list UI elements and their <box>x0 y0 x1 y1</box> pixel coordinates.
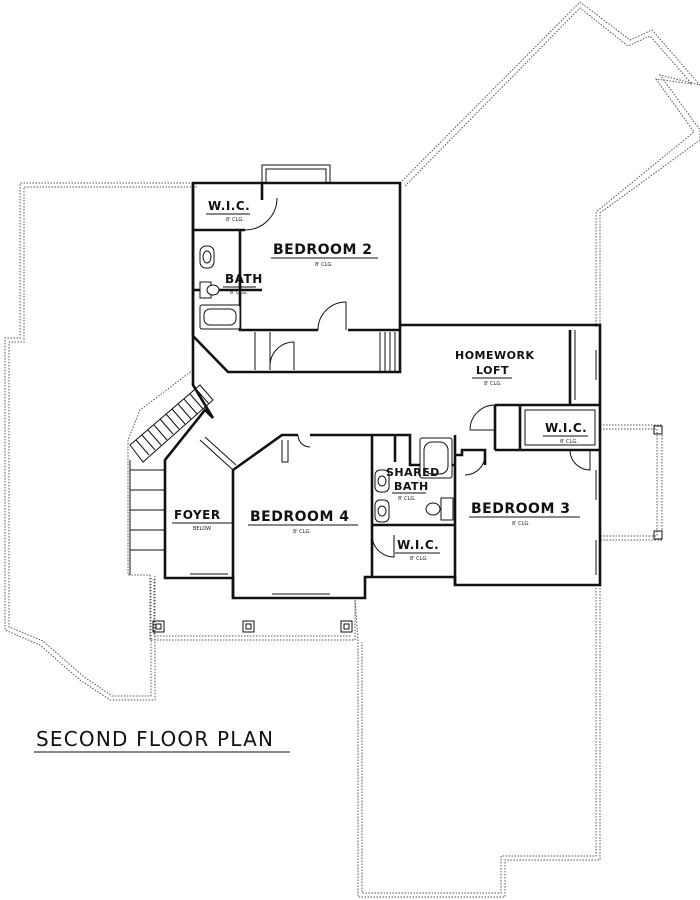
bedroom-3-area <box>455 330 600 575</box>
bath-clg: 8' CLG. <box>230 290 248 296</box>
wic-2-label: W.I.C. <box>545 421 587 435</box>
wic-1-label: W.I.C. <box>208 199 250 213</box>
wic-3-clg: 8' CLG. <box>410 556 428 562</box>
plan-title: SECOND FLOOR PLAN <box>36 727 274 751</box>
wic-2-clg: 8' CLG. <box>560 439 578 445</box>
bedroom-4-area <box>190 433 395 599</box>
bedroom-3-clg: 8' CLG. <box>512 521 530 527</box>
loft-clg: 8' CLG. <box>484 381 502 387</box>
bedroom-3-label: BEDROOM 3 <box>471 501 571 517</box>
foyer-label: FOYER <box>174 508 221 522</box>
roof-outline-right-wing <box>399 1 700 327</box>
bath-label: BATH <box>225 272 263 286</box>
bedroom-2-area <box>193 183 400 372</box>
bedroom-4-clg: 8' CLG. <box>293 529 311 535</box>
shared-label: SHARED <box>386 466 440 479</box>
loft-label: LOFT <box>476 364 509 377</box>
roof-outline-left <box>4 182 197 701</box>
porch-outline-right <box>600 424 663 541</box>
homework-label: HOMEWORK <box>455 349 535 362</box>
wic-1-clg: 8' CLG. <box>226 217 244 223</box>
roof-outline-bottom <box>149 575 601 898</box>
porch-columns <box>152 620 353 633</box>
bedroom-2-clg: 8' CLG. <box>315 262 333 268</box>
room-labels: W.I.C. 8' CLG. BEDROOM 2 8' CLG. BATH 8'… <box>172 199 588 562</box>
bedroom-2-label: BEDROOM 2 <box>273 242 373 258</box>
shared-bath-area <box>372 433 457 585</box>
foyer-note: BELOW <box>193 526 211 532</box>
wic-3-label: W.I.C. <box>397 538 439 552</box>
shared-clg: 8' CLG. <box>398 496 416 502</box>
bedroom-4-label: BEDROOM 4 <box>250 509 350 525</box>
shared-bath-label: BATH <box>394 480 429 493</box>
exterior-walls <box>163 164 602 600</box>
staircase <box>129 384 237 575</box>
plan-title-block: SECOND FLOOR PLAN <box>34 727 290 753</box>
